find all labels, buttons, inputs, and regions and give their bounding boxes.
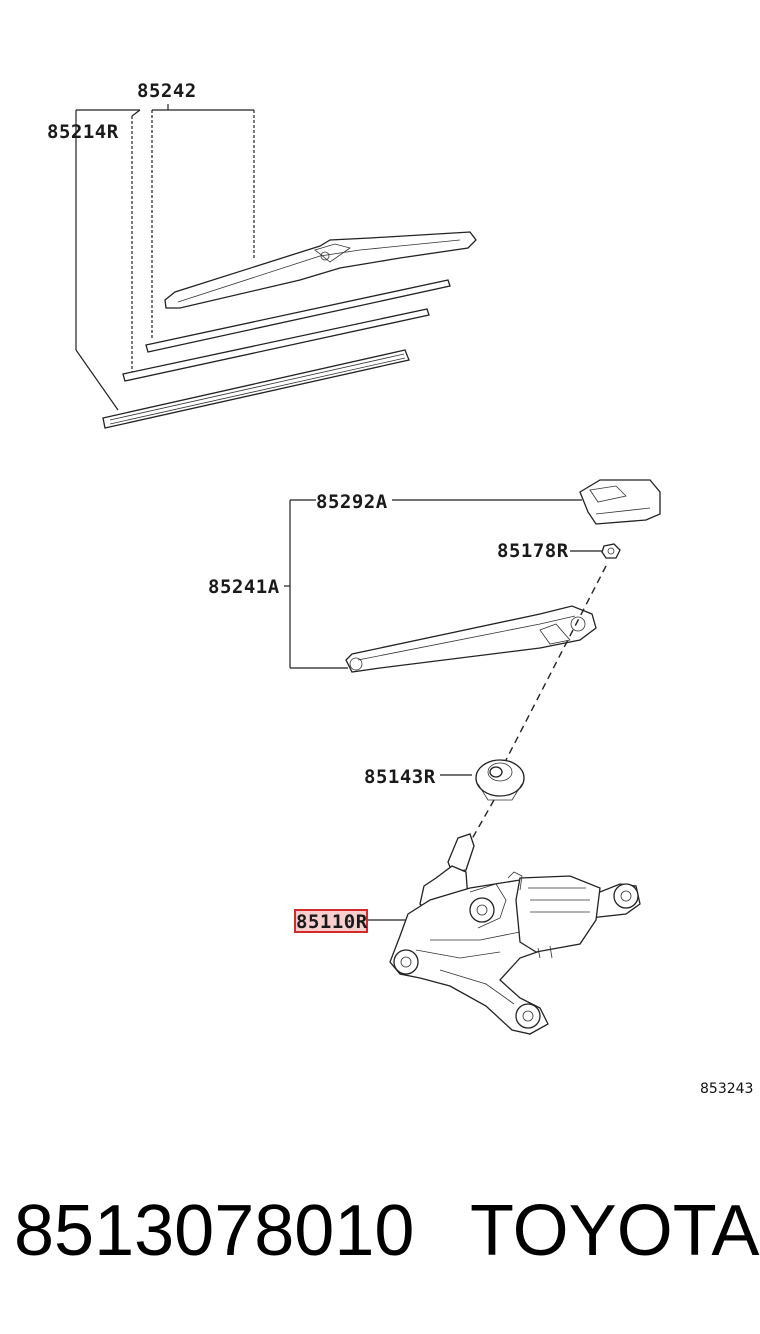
- pivot-cap: [475, 759, 525, 801]
- figure-reference: 853243: [700, 1081, 753, 1097]
- wiper-arm: [345, 605, 597, 673]
- callout-85110r[interactable]: 85110R: [296, 911, 368, 933]
- part-number: 8513078010: [14, 1191, 414, 1271]
- callout-85241a[interactable]: 85241A: [208, 576, 280, 598]
- callout-85292a[interactable]: 85292A: [316, 491, 388, 513]
- leader-lines-arm: [284, 499, 606, 921]
- wiper-motor: [389, 833, 641, 1035]
- dashed-assembly-axis: [467, 565, 607, 847]
- wiper-arm-cover: [579, 479, 661, 525]
- brand-name: TOYOTA: [470, 1191, 759, 1271]
- callout-85214r[interactable]: 85214R: [47, 121, 119, 143]
- blade-rubber-strip-middle: [122, 308, 430, 382]
- callout-85242[interactable]: 85242: [137, 80, 197, 102]
- blade-rubber-strip-upper: [145, 279, 451, 353]
- callout-85143r[interactable]: 85143R: [364, 766, 436, 788]
- leader-lines-blade: [75, 104, 255, 411]
- wiper-arm-nut: [601, 543, 621, 559]
- wiper-blade-frame: [164, 231, 477, 309]
- callout-85178r[interactable]: 85178R: [497, 540, 569, 562]
- selected-part-highlight: [294, 909, 368, 933]
- blade-rubber-strip-lower: [102, 349, 410, 429]
